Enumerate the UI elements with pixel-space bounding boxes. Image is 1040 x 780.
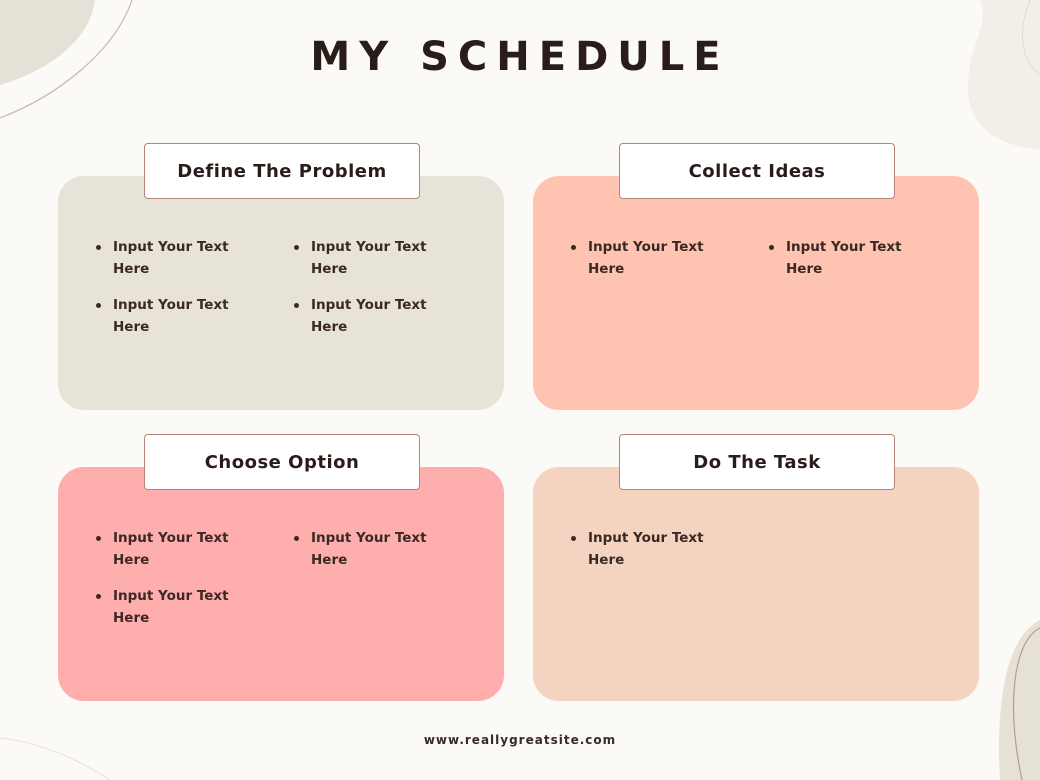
item-text[interactable]: Input Your Text Here — [113, 239, 229, 277]
bullet-icon — [571, 245, 576, 250]
list-item[interactable]: Input Your Text Here — [96, 585, 294, 629]
bullet-icon — [96, 245, 101, 250]
list-item[interactable]: Input Your Text Here — [96, 527, 294, 571]
list-item[interactable]: Input Your Text Here — [96, 236, 294, 280]
item-text[interactable]: Input Your Text Here — [113, 588, 229, 626]
item-text[interactable]: Input Your Text Here — [113, 297, 229, 335]
list-item[interactable]: Input Your Text Here — [294, 236, 484, 280]
card-header: Choose Option — [144, 434, 420, 490]
card-do-the-task: Do The Task Input Your Text Here — [533, 434, 979, 701]
bullet-icon — [294, 245, 299, 250]
card-define-the-problem: Define The Problem Input Your Text Here … — [58, 143, 504, 410]
list-item[interactable]: Input Your Text Here — [294, 527, 484, 571]
item-text[interactable]: Input Your Text Here — [311, 297, 427, 335]
page-title: MY SCHEDULE — [310, 34, 730, 80]
bullet-icon — [769, 245, 774, 250]
item-list: Input Your Text Here Input Your Text Her… — [571, 236, 961, 280]
item-text[interactable]: Input Your Text Here — [588, 239, 704, 277]
card-header: Collect Ideas — [619, 143, 895, 199]
bullet-icon — [96, 303, 101, 308]
list-item[interactable]: Input Your Text Here — [571, 236, 769, 280]
card-choose-option: Choose Option Input Your Text Here Input… — [58, 434, 504, 701]
bullet-icon — [294, 536, 299, 541]
bottom-right-line — [1012, 627, 1040, 780]
top-left-blob — [0, 0, 95, 85]
item-text[interactable]: Input Your Text Here — [786, 239, 902, 277]
card-header: Define The Problem — [144, 143, 420, 199]
bottom-left-line — [0, 737, 111, 780]
card-collect-ideas: Collect Ideas Input Your Text Here Input… — [533, 143, 979, 410]
item-list: Input Your Text Here Input Your Text Her… — [96, 527, 486, 629]
card-header: Do The Task — [619, 434, 895, 490]
bullet-icon — [96, 594, 101, 599]
item-list: Input Your Text Here — [571, 527, 961, 571]
bottom-right-blob — [999, 620, 1040, 780]
top-right-blob — [967, 0, 1040, 150]
list-item[interactable]: Input Your Text Here — [571, 527, 769, 571]
bullet-icon — [294, 303, 299, 308]
item-text[interactable]: Input Your Text Here — [113, 530, 229, 568]
item-text[interactable]: Input Your Text Here — [588, 530, 704, 568]
top-left-line — [0, 0, 133, 119]
bullet-icon — [571, 536, 576, 541]
item-list: Input Your Text Here Input Your Text Her… — [96, 236, 486, 338]
list-item[interactable]: Input Your Text Here — [96, 294, 294, 338]
list-item[interactable]: Input Your Text Here — [769, 236, 959, 280]
bullet-icon — [96, 536, 101, 541]
footer-website: www.reallygreatsite.com — [423, 733, 617, 747]
top-right-line — [1022, 0, 1040, 76]
item-text[interactable]: Input Your Text Here — [311, 239, 427, 277]
item-text[interactable]: Input Your Text Here — [311, 530, 427, 568]
list-item[interactable]: Input Your Text Here — [294, 294, 484, 338]
